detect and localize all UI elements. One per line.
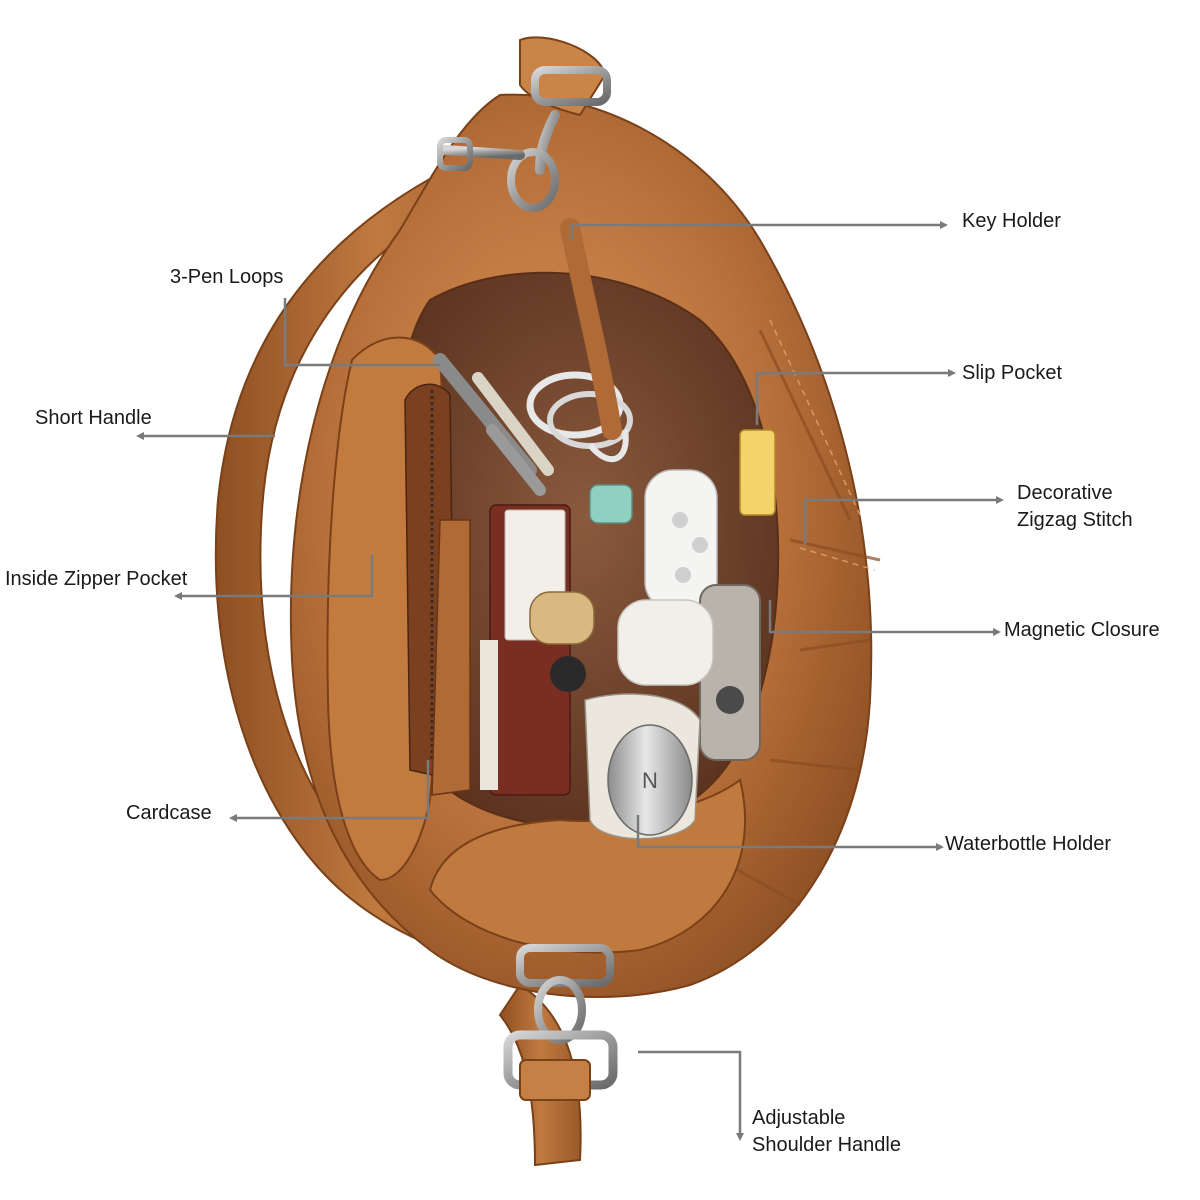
label-shoulder-line-2: Shoulder Handle <box>752 1134 901 1156</box>
label-pen-loops: 3-Pen Loops <box>170 266 284 288</box>
phone <box>699 584 761 761</box>
bottom-hardware <box>503 944 618 1101</box>
label-slip-pocket: Slip Pocket <box>962 362 1063 384</box>
label-cardcase: Cardcase <box>126 802 212 824</box>
label-shoulder-line-1: Adjustable <box>752 1107 846 1129</box>
callout-line-waterbottle <box>636 815 938 849</box>
callout-line-shoulder <box>638 1050 742 1135</box>
label-magnetic-closure: Magnetic Closure <box>1004 619 1160 641</box>
water-bottle: N <box>584 693 701 840</box>
label-zigzag-stitch: Decorative Zigzag Stitch <box>1017 480 1133 534</box>
callout-arrowheads <box>136 221 1004 1141</box>
top-hardware <box>437 36 611 212</box>
label-key-holder: Key Holder <box>962 210 1061 232</box>
label-zigzag-line-2: Zigzag Stitch <box>1017 509 1133 531</box>
label-zigzag-line-1: Decorative <box>1017 482 1113 504</box>
callout-line-key-holder <box>570 223 942 240</box>
callout-lines <box>142 223 998 1135</box>
callout-line-pen-loops <box>283 298 440 367</box>
bottle-logo: N <box>642 768 658 793</box>
callout-line-zipper-pocket <box>180 555 374 598</box>
car-key <box>589 469 718 611</box>
key-holder-strap <box>560 218 622 440</box>
slip-pocket-items <box>739 429 776 516</box>
callout-line-zigzag <box>803 498 998 545</box>
callout-line-magnetic <box>768 600 995 634</box>
lipstick <box>529 591 595 692</box>
label-short-handle: Short Handle <box>35 407 152 429</box>
pens <box>433 353 554 496</box>
label-waterbottle-holder: Waterbottle Holder <box>945 833 1111 855</box>
cardcase <box>431 504 571 796</box>
label-zipper-pocket: Inside Zipper Pocket <box>5 568 188 590</box>
label-shoulder-handle: Adjustable Shoulder Handle <box>752 1105 901 1159</box>
cable-coil <box>526 371 633 463</box>
callout-line-cardcase <box>235 760 430 820</box>
earbuds-case <box>617 599 714 686</box>
callout-line-slip-pocket <box>755 371 950 425</box>
